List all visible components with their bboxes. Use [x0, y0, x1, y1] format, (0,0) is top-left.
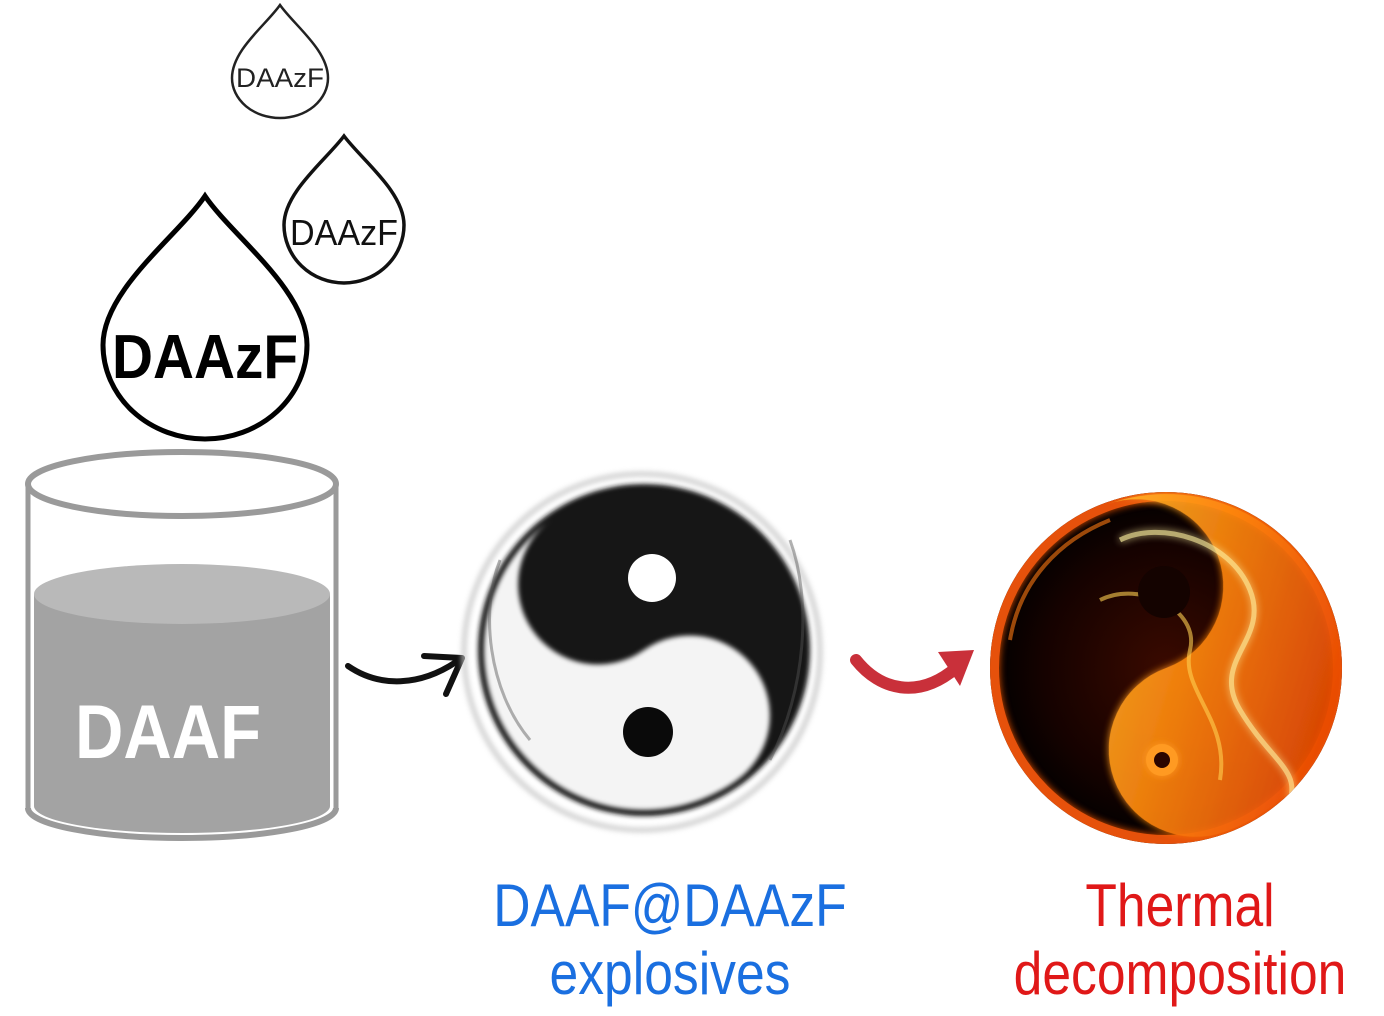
decomposition-caption-line2: decomposition — [1013, 940, 1347, 1007]
drop-medium: DAAzF — [282, 133, 406, 285]
product-caption-line1: DAAF@DAAzF — [493, 872, 847, 939]
drop-small: DAAzF — [230, 2, 330, 120]
drop-medium-label: DAAzF — [290, 212, 398, 253]
beaker-liquid — [34, 594, 330, 833]
product-caption-line2: explosives — [549, 940, 791, 1007]
beaker-label: DAAF — [75, 690, 261, 775]
fire-yin-yang-icon — [990, 492, 1342, 844]
drop-large: DAAzF — [100, 191, 310, 442]
beaker: DAAF — [25, 449, 339, 841]
decomposition-caption-line1: Thermal — [1085, 872, 1275, 939]
decomposition-caption: Thermal decomposition — [965, 872, 1384, 1008]
arrow-mix — [345, 653, 465, 697]
drop-small-label: DAAzF — [236, 63, 324, 93]
arrow-decompose — [850, 650, 974, 694]
yin-yang-icon — [461, 471, 823, 833]
drop-large-label: DAAzF — [112, 323, 298, 392]
product-caption: DAAF@DAAzF explosives — [455, 872, 885, 1008]
